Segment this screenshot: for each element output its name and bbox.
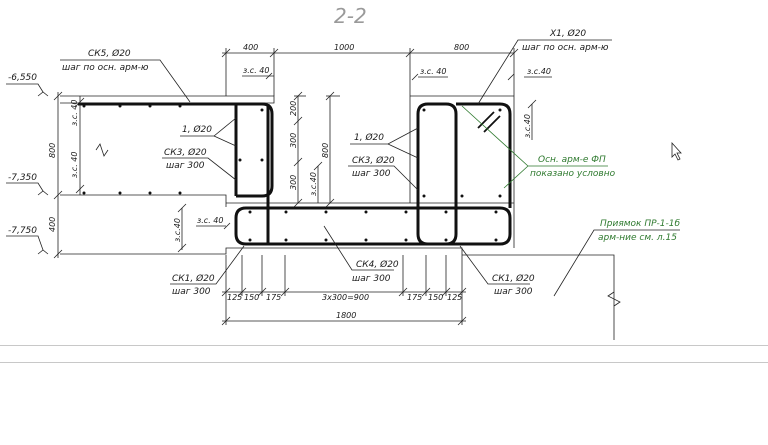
cover-label-1: з.с. 40 [243, 66, 269, 75]
label-ck1-right: СК1, Ø20 [492, 273, 535, 284]
bottom-dimension-chain: 125 150 175 3x300=900 175 150 125 1800 [221, 255, 467, 326]
bottom-dim-2: 150 [244, 293, 259, 302]
label-ck5: СК5, Ø20 [88, 48, 131, 59]
label-ck3-left-sub: шаг 300 [166, 161, 205, 171]
bottom-total: 1800 [336, 311, 356, 320]
cover-label-right: з.с.40 [523, 114, 532, 138]
label-ck4-sub: шаг 300 [352, 274, 391, 284]
inner-dim-300b: 300 [289, 175, 298, 190]
label-ck4: СК4, Ø20 [356, 259, 399, 270]
label-bar1-left: 1, Ø20 [182, 124, 212, 135]
label-ck3-mid-sub: шаг 300 [352, 169, 391, 179]
left-dimensions: 800 400 з.с. 40 з.с. 40 з.с.40 з.с. 40 [48, 91, 231, 259]
label-ck3-left: СК3, Ø20 [164, 147, 207, 158]
cover-labels-top: з.с. 40 з.с. 40 з.с.40 [242, 66, 552, 81]
section-title: 2-2 [334, 4, 367, 28]
inner-dim-200: 200 [289, 101, 298, 116]
label-ck3-mid: СК3, Ø20 [352, 155, 395, 166]
label-pit: Приямок ПР-1-1б [600, 219, 680, 229]
cover-label-4: з.с. 40 [70, 100, 79, 126]
label-x1-sub: шаг по осн. арм-ю [522, 43, 609, 53]
cover-label-6: з.с.40 [173, 218, 182, 242]
label-ck1-left-sub: шаг 300 [172, 287, 211, 297]
top-dim-3: 800 [454, 43, 469, 52]
elevation-2: -7,350 [8, 173, 37, 183]
rebar-cages [78, 102, 512, 246]
inner-dim-800: 800 [321, 143, 330, 158]
bottom-dim-6: 150 [428, 293, 443, 302]
divider-top [0, 345, 768, 346]
top-dimension-chain: 400 1000 800 [221, 43, 519, 96]
elevation-1: -6,550 [8, 73, 37, 83]
bottom-dim-3: 175 [266, 293, 281, 302]
label-ck1-right-sub: шаг 300 [494, 287, 533, 297]
callouts: СК5, Ø20 шаг по осн. арм-ю X1, Ø20 шаг п… [60, 28, 680, 307]
left-dim-800: 800 [48, 143, 57, 158]
cover-label-3: з.с.40 [527, 67, 551, 76]
cover-label-2: з.с. 40 [420, 67, 446, 76]
rebar-dots [82, 104, 502, 242]
cover-label-8: з.с. 40 [197, 216, 223, 225]
top-dim-1: 400 [243, 43, 258, 52]
label-ck5-sub: шаг по осн. арм-ю [62, 63, 149, 73]
top-dim-2: 1000 [334, 43, 354, 52]
bottom-dim-7: 125 [447, 293, 462, 302]
bottom-dim-4: 3x300=900 [322, 293, 369, 302]
inner-dim-300a: 300 [289, 133, 298, 148]
divider-bottom [0, 362, 768, 363]
cover-label-5: з.с. 40 [70, 152, 79, 178]
cover-label-7: з.с.40 [309, 172, 318, 196]
elevation-3: -7,750 [8, 226, 37, 236]
label-pit-sub: арм-ние см. л.15 [598, 233, 677, 243]
label-main-arm-sub: показано условно [530, 169, 616, 179]
left-dim-400: 400 [48, 217, 57, 232]
inner-dimensions: 200 300 300 800 з.с.40 з.с.40 [289, 91, 537, 208]
elevation-marks: -6,550 -7,350 -7,750 [6, 73, 49, 255]
mouse-cursor-icon [671, 141, 682, 161]
label-ck1-left: СК1, Ø20 [172, 273, 215, 284]
label-bar1-mid: 1, Ø20 [354, 132, 384, 143]
bottom-dim-1: 125 [227, 293, 242, 302]
bottom-dim-5: 175 [407, 293, 422, 302]
label-x1: X1, Ø20 [549, 28, 586, 39]
label-main-arm: Осн. арм-е ФП [538, 155, 606, 165]
